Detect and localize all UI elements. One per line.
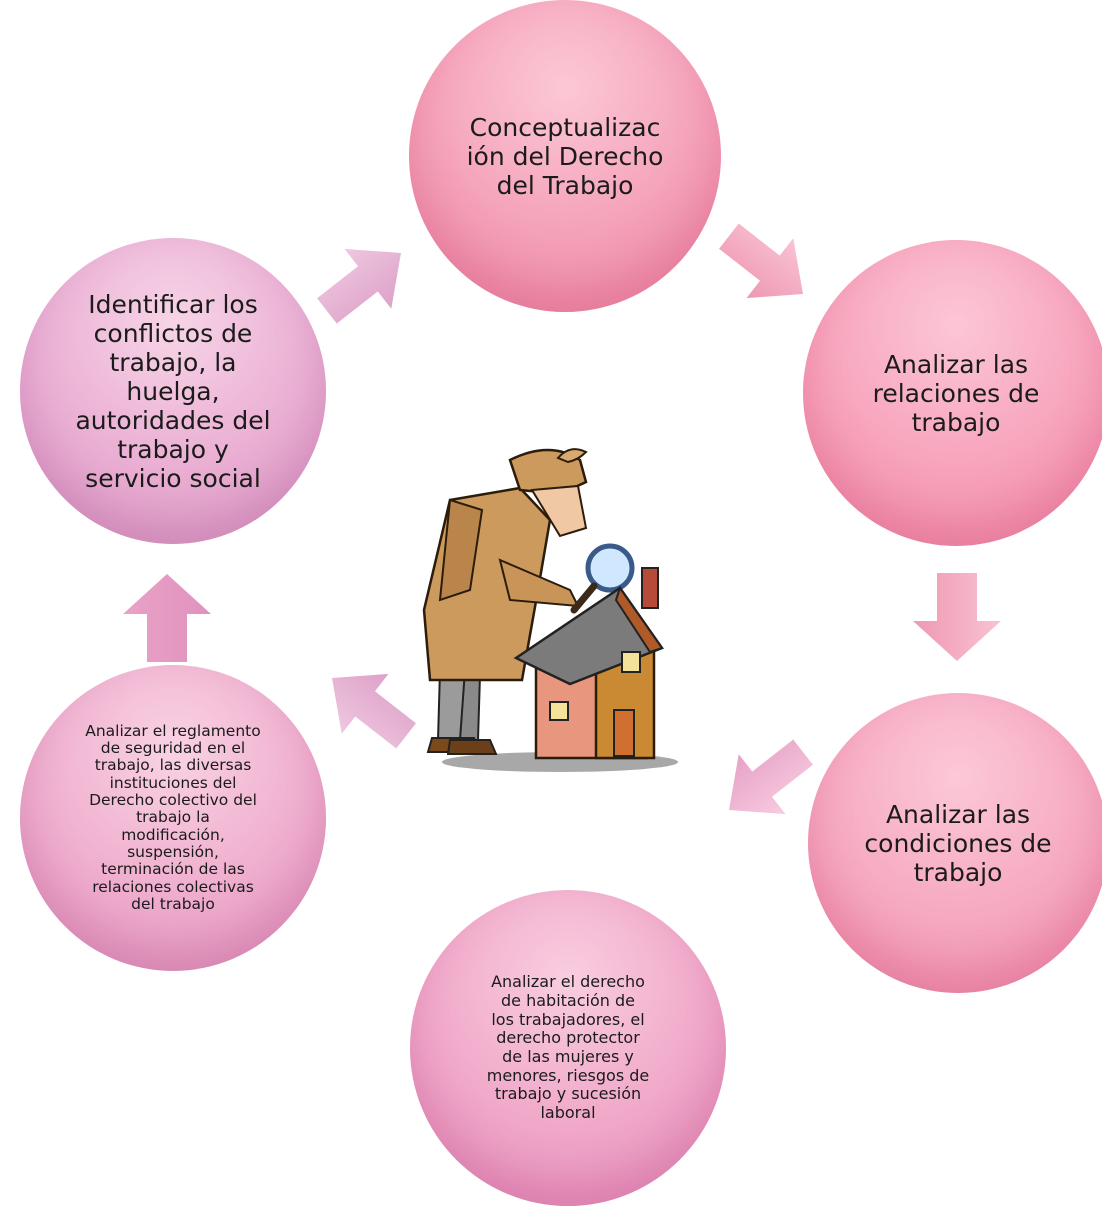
hat-flap: [556, 448, 588, 464]
house-window-lower: [549, 701, 569, 721]
step-label-1: Conceptualizac ión del Derecho del Traba…: [466, 112, 664, 200]
house-window-upper: [621, 651, 641, 673]
arrow-bottom-left: [332, 673, 416, 749]
step-circle-5: Analizar el reglamento de seguridad en e…: [20, 665, 326, 971]
step-circle-4: Analizar el derecho de habitación de los…: [410, 890, 726, 1206]
roof-edge: [614, 585, 664, 654]
step-label-4: Analizar el derecho de habitación de los…: [486, 972, 650, 1123]
step-circle-3: Analizar las condiciones de trabajo: [808, 693, 1102, 993]
detective-shoe-2: [446, 739, 498, 755]
arrow-top-right: [719, 223, 803, 299]
detective-face: [530, 484, 588, 538]
arrow-right-down: [913, 573, 1001, 661]
house-door: [613, 709, 635, 757]
arrow-top-left: [317, 248, 401, 324]
arrow-left-up: [123, 574, 211, 662]
arrow-bottom-right: [729, 739, 813, 815]
step-circle-6: Identificar los conflictos de trabajo, l…: [20, 238, 326, 544]
step-circle-2: Analizar las relaciones de trabajo: [803, 240, 1102, 546]
magnifier-lens: [585, 543, 635, 593]
house-chimney: [641, 567, 659, 609]
step-label-6: Identificar los conflictos de trabajo, l…: [75, 289, 271, 493]
step-label-5: Analizar el reglamento de seguridad en e…: [85, 721, 261, 914]
coat-cape: [438, 498, 484, 602]
step-circle-1: Conceptualizac ión del Derecho del Traba…: [409, 0, 721, 312]
detective-house-illustration: [422, 448, 678, 772]
magnifier-handle: [570, 582, 598, 614]
step-label-3: Analizar las condiciones de trabajo: [864, 799, 1052, 887]
step-label-2: Analizar las relaciones de trabajo: [872, 349, 1040, 437]
